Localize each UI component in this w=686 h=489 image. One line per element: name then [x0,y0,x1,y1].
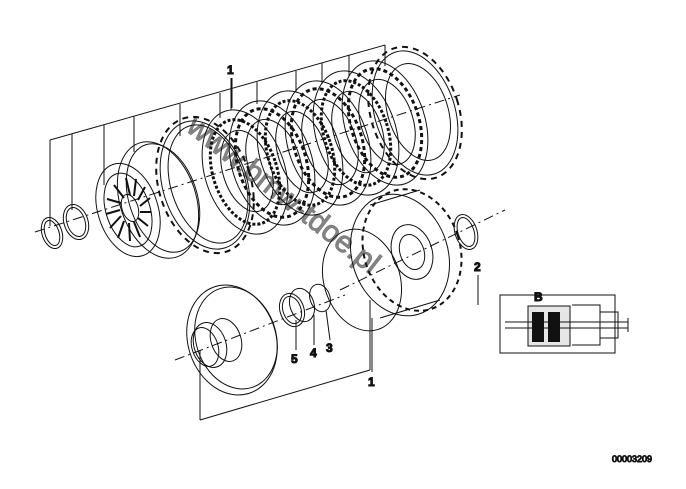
clutch-disc-stack [201,45,463,235]
seal-ring-4 [288,287,316,323]
end-cover [186,284,278,396]
end-plate [367,45,463,181]
callout-2: 2 [474,260,481,274]
leader-bracket-top [49,44,386,226]
callout-leaders [230,78,479,372]
callout-3: 3 [326,341,333,355]
callout-1-bottom: 1 [368,375,375,389]
spring-retainer [95,162,161,258]
callout-5: 5 [291,352,298,366]
clutch-drum [321,188,463,332]
pressure-plate [155,115,255,255]
snap-ring-left-1 [40,216,64,250]
piston-plate [116,141,201,259]
clutch-disc-5 [312,70,400,196]
callout-4: 4 [310,346,317,360]
leader-bracket-bottom [199,300,371,421]
cross-section-inset [499,294,629,354]
clutch-disc-4 [284,80,372,206]
document-number: 00003209 [612,454,652,464]
seal-ring-5 [278,292,306,328]
callout-1-top: 1 [227,63,234,77]
snap-ring-left-2 [62,203,90,241]
clutch-disc-2 [228,100,316,226]
seal-ring-3 [309,283,331,313]
snap-ring-right [453,214,479,250]
clutch-disc-1 [201,109,289,235]
inset-label-b: B [534,290,543,304]
